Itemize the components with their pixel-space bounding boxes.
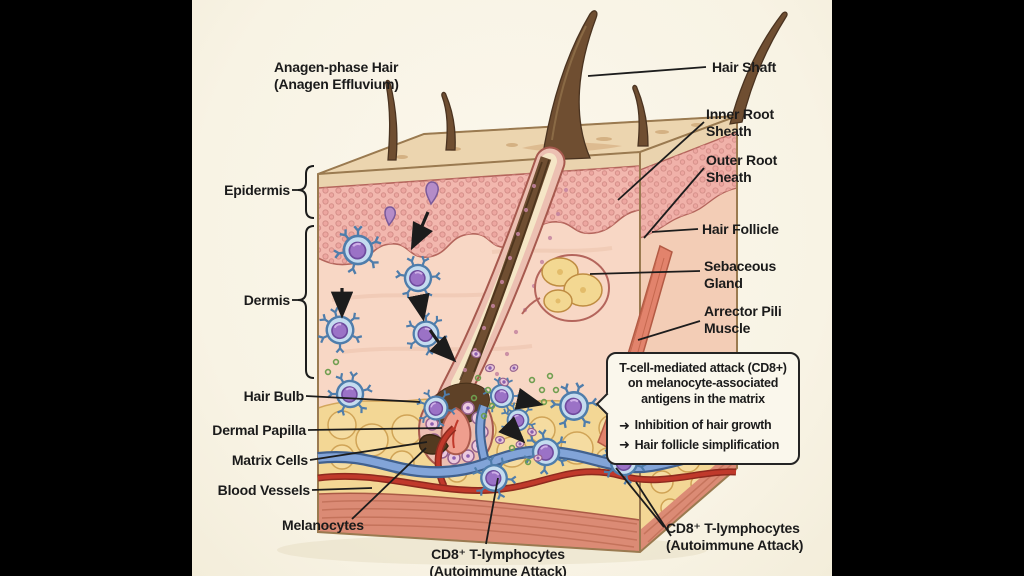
- label-inner-root-sheath: Inner Root Sheath: [706, 106, 774, 139]
- label-epidermis: Epidermis: [224, 182, 290, 198]
- epidermis-layer: [318, 165, 640, 266]
- label-matrix-cells: Matrix Cells: [231, 452, 308, 468]
- hair-shafts: [385, 10, 788, 161]
- migrating-cells: [384, 181, 439, 227]
- left-letterbox-bar: [0, 0, 192, 576]
- callout-bullet-1: ➜ Inhibition of hair growth: [619, 416, 793, 436]
- hair-bulb-leader: [305, 395, 421, 403]
- dermal-papilla-drawing: [440, 406, 472, 456]
- label-cd8-center-line1: CD8⁺ T-lymphocytes: [431, 546, 565, 562]
- callout-bullet-2-text: Hair follicle simplification: [634, 437, 780, 452]
- epidermis-bracket: [297, 165, 315, 219]
- label-hair-follicle: Hair Follicle: [702, 221, 779, 237]
- sebaceous-gland-drawing: [521, 254, 610, 322]
- label-anagen-line2: (Anagen Effluvium): [274, 75, 399, 92]
- label-blood-vessels: Blood Vessels: [217, 482, 311, 498]
- label-outer-root-sheath: Outer Root Sheath: [706, 152, 778, 185]
- dermis-bracket: [297, 225, 315, 379]
- label-cd8-right-line1: CD8⁺ T-lymphocytes: [666, 520, 800, 536]
- cd8-right-leader-1: [615, 467, 665, 528]
- callout-title-line3: antigens in the matrix: [641, 391, 765, 406]
- label-anagen-line1: Anagen-phase Hair: [274, 59, 399, 75]
- cd8-right-leader-2: [635, 481, 672, 537]
- hair-follicle-leader: [651, 228, 699, 233]
- right-letterbox-bar: [832, 0, 1024, 576]
- inner-root-sheath-leader: [617, 121, 705, 201]
- label-sebaceous-gland: Sebaceous Gland: [704, 258, 777, 291]
- illustration-canvas: Anagen-phase Hair (Anagen Effluvium) Epi…: [192, 0, 832, 576]
- arrector-pili-leader: [637, 320, 701, 341]
- callout-title-line1: T-cell-mediated attack (CD8+): [619, 361, 787, 375]
- bullet-arrow-icon: ➜: [619, 417, 630, 433]
- hair-shaft-leader: [587, 66, 707, 77]
- blood-vessels-leader: [311, 487, 373, 491]
- callout-bullet-1-text: Inhibition of hair growth: [634, 418, 772, 433]
- bullet-arrow-icon: ➜: [619, 437, 630, 453]
- matrix-cells-leader: [309, 441, 428, 461]
- dermal-papilla-leader: [307, 427, 443, 431]
- cell-debris: [324, 349, 560, 466]
- label-cd8-center: CD8⁺ T-lymphocytes (Autoimmune Attack): [414, 546, 582, 576]
- label-melanocytes: Melanocytes: [282, 517, 364, 533]
- movement-arrows: [330, 211, 544, 444]
- callout-box: T-cell-mediated attack (CD8+) on melanoc…: [595, 352, 800, 465]
- label-dermal-papilla: Dermal Papilla: [212, 422, 306, 438]
- callout-bullets: ➜ Inhibition of hair growth ➜ Hair folli…: [613, 416, 793, 455]
- label-anagen-title: Anagen-phase Hair (Anagen Effluvium): [274, 59, 399, 92]
- callout-title-line2: on melanocyte-associated: [627, 376, 779, 391]
- artery-main: [317, 469, 737, 493]
- muscle-layer: [318, 492, 640, 552]
- sebaceous-gland-leader: [589, 270, 701, 275]
- melanocytes-leader: [351, 447, 427, 520]
- cd8-center-leader: [485, 477, 499, 545]
- label-cd8-right-line2: (Autoimmune Attack): [666, 536, 804, 553]
- label-dermis: Dermis: [243, 292, 290, 308]
- artery-branch: [436, 426, 456, 487]
- callout-title: T-cell-mediated attack (CD8+) on melanoc…: [613, 361, 793, 407]
- label-cd8-center-line2: (Autoimmune Attack): [429, 562, 567, 576]
- label-cd8-right: CD8⁺ T-lymphocytes (Autoimmune Attack): [666, 520, 803, 553]
- label-arrector-pili-muscle: Arrector Pili Muscle: [704, 303, 782, 336]
- leader-lines: [292, 66, 707, 545]
- label-hair-shaft: Hair Shaft: [712, 59, 777, 75]
- outer-root-sheath-leader: [643, 167, 705, 239]
- callout-bullet-2: ➜ Hair follicle simplification: [619, 435, 793, 455]
- label-hair-bulb: Hair Bulb: [243, 388, 305, 404]
